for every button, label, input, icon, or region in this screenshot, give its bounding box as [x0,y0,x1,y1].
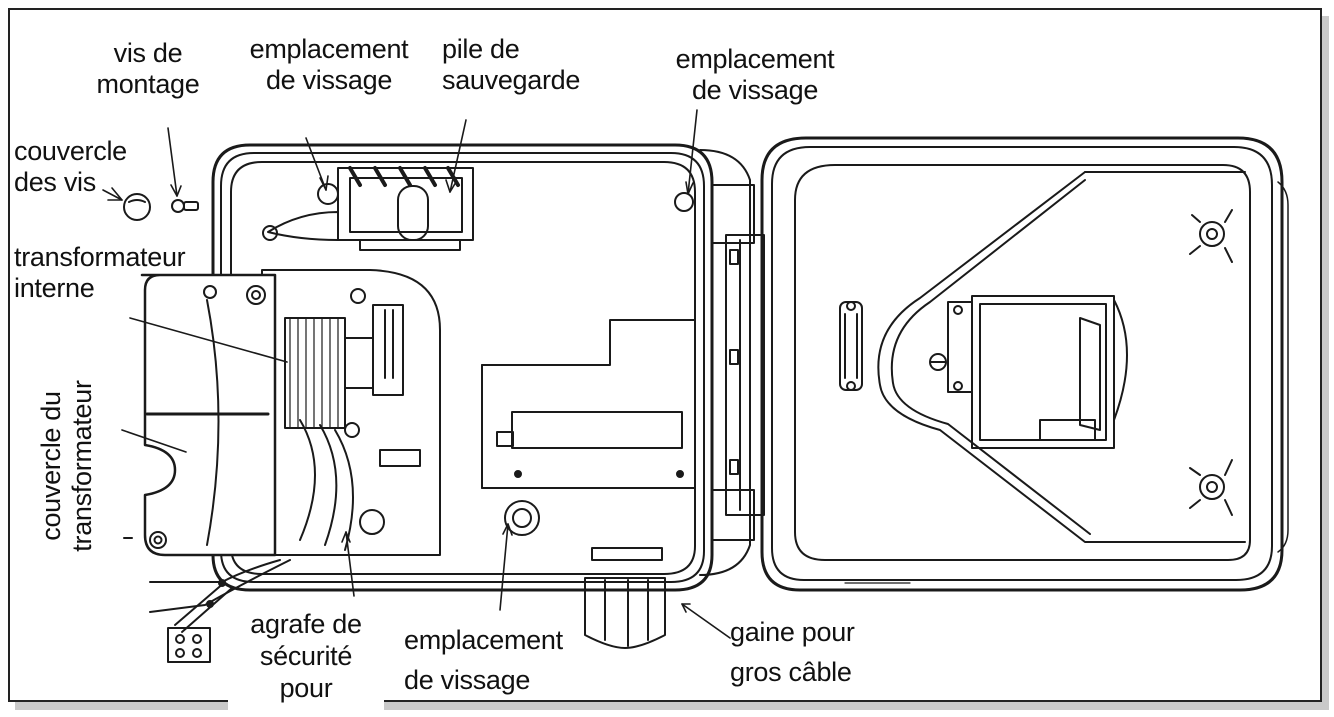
label-screw-location-top: emplacement de vissage [234,34,424,96]
frame-gap [228,700,384,717]
label-line: transformateur [14,242,186,272]
label-screw-location-bottom: emplacement de vissage [404,620,563,700]
transformer [261,269,441,556]
label-line: sécurité [259,641,353,671]
label-line: sauvegarde [442,65,581,95]
battery-bracket [262,166,474,251]
cabinet-housing [211,143,714,592]
label-transformer-cover: couvercle du transformateur [36,366,98,566]
label-line: emplacement [404,625,563,655]
cable-gland [584,577,666,649]
label-line: interne [14,273,95,303]
leader-lines [102,109,731,639]
label-backup-battery: pile de sauvegarde [442,34,580,96]
transformer-cover [123,273,277,557]
label-line: couvercle du [36,391,66,541]
label-large-cable-conduit: gaine pour gros câble [730,612,855,692]
circuit-board [481,192,696,561]
label-line: gros câble [730,657,852,687]
label-line: pour [279,673,333,703]
label-line: emplacement [675,44,835,74]
label-line: gaine pour [730,617,855,647]
label-screw-location-right: emplacement de vissage [660,44,850,106]
label-screw-cover: couvercle des vis [14,136,127,198]
mounting-screw-part [171,199,199,213]
label-line: de vissage [404,665,531,695]
cabinet-door [760,136,1289,592]
label-line: agrafe de [250,609,362,639]
label-internal-transformer: transformateur interne [14,242,186,304]
label-line: transformateur [67,380,97,552]
label-line: de vissage [265,65,393,95]
hinge [699,149,765,576]
label-line: de vissage [691,75,819,105]
screw-cover-part [123,193,151,221]
label-safety-clip: agrafe de sécurité pour [226,608,386,704]
label-line: pile de [442,34,520,64]
label-line: couvercle [14,136,127,166]
label-mounting-screw: vis de montage [78,38,218,100]
label-line: vis de [113,38,183,68]
terminal-block [167,627,211,663]
label-line: emplacement [249,34,409,64]
label-line: des vis [14,167,96,197]
label-line: montage [96,69,200,99]
cable-wires [149,559,291,663]
